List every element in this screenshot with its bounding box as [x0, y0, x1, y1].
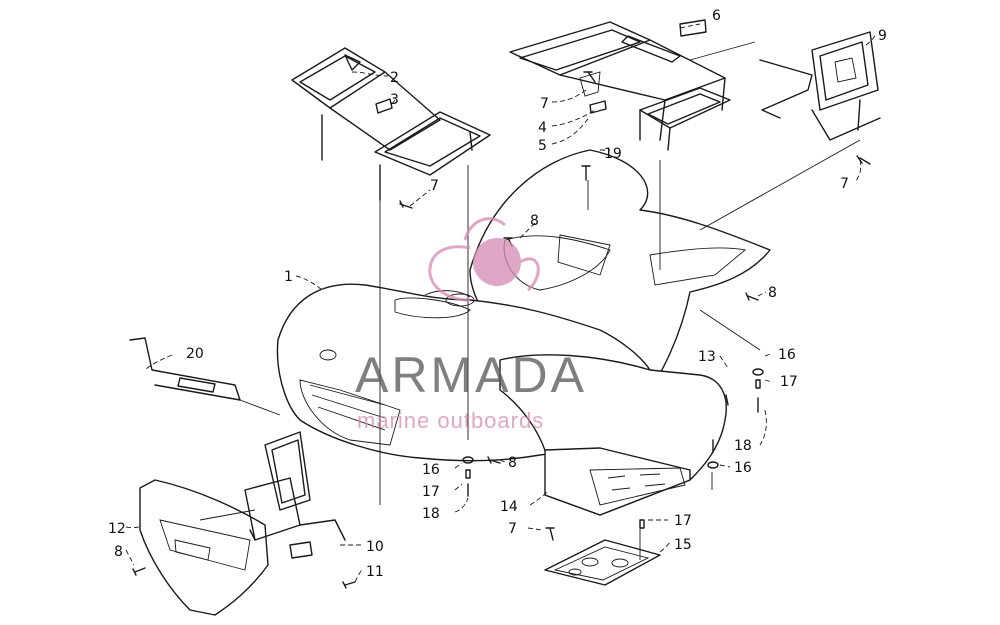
callout-5: 5: [538, 138, 547, 154]
footwell-panel: [499, 354, 727, 516]
callout-7-extension: 7: [840, 176, 849, 192]
grille-guard: [244, 431, 346, 559]
callout-1: 1: [284, 269, 293, 285]
callout-8-rear: 8: [768, 285, 777, 301]
callout-4: 4: [538, 120, 547, 136]
callout-3: 3: [390, 92, 399, 108]
callout-17-left: 17: [422, 484, 440, 500]
watermark-logo-icon: [428, 217, 540, 302]
callout-7-rear-rack: 7: [540, 96, 549, 112]
callout-17-right: 17: [780, 374, 798, 390]
callout-8-body: 8: [530, 213, 539, 229]
watermark: ARMADA marine outboards: [355, 217, 587, 433]
callout-18-right: 18: [734, 438, 752, 454]
callout-8-bumper: 8: [114, 544, 123, 560]
callout-17-lower: 17: [674, 513, 692, 529]
callout-labels: 2 3 4 5 6 7 7 7 7 8 8 8 8 9 1 10 11 12 1…: [108, 8, 887, 580]
bracket-20: [129, 337, 241, 401]
front-rack: [291, 47, 491, 201]
watermark-tagline: marine outboards: [357, 408, 544, 433]
callout-15: 15: [674, 537, 692, 553]
callout-7-footplate: 7: [508, 521, 517, 537]
foot-plate: [544, 539, 661, 586]
watermark-brand: ARMADA: [355, 347, 587, 403]
callout-10: 10: [366, 539, 384, 555]
callout-8-front: 8: [508, 455, 517, 471]
callout-20: 20: [186, 346, 204, 362]
callout-16-right: 16: [778, 347, 796, 363]
callout-14: 14: [500, 499, 518, 515]
callout-18-left: 18: [422, 506, 440, 522]
callout-19: 19: [604, 146, 622, 162]
callout-11: 11: [366, 564, 384, 580]
callout-7-front-rack: 7: [430, 178, 439, 194]
callout-6: 6: [712, 8, 721, 24]
callout-16-left: 16: [422, 462, 440, 478]
callout-9: 9: [878, 28, 887, 44]
callout-13: 13: [698, 349, 716, 365]
decal-6: [679, 19, 707, 37]
fasteners: [132, 71, 871, 589]
decal-5: [589, 100, 607, 114]
callout-2: 2: [390, 70, 399, 86]
rear-rack: [509, 21, 731, 151]
front-bumper: [139, 479, 269, 616]
callout-16-lower: 16: [734, 460, 752, 476]
rack-extension: [759, 31, 881, 141]
decal-3: [375, 98, 393, 114]
leader-lines: [125, 23, 877, 583]
callout-12: 12: [108, 521, 126, 537]
